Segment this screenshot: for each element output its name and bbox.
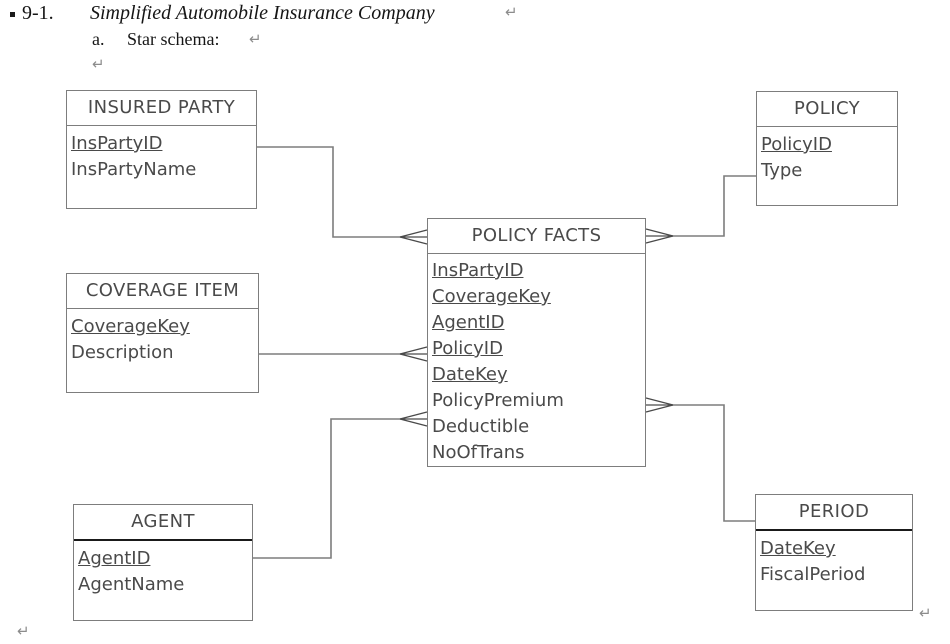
attribute-primary-key: AgentID — [78, 548, 151, 569]
attribute: Description — [71, 342, 174, 363]
subitem-label: Star schema: — [127, 29, 220, 49]
attribute-primary-key: DateKey — [760, 538, 836, 559]
connector-agent — [253, 418, 400, 559]
entity-title: COVERAGE ITEM — [67, 274, 258, 309]
return-mark-icon: ↵ — [249, 30, 262, 48]
square-bullet-icon — [10, 12, 15, 17]
crowsfoot-insured-party — [399, 229, 428, 245]
entity-attribute-list: DateKey FiscalPeriod — [756, 531, 912, 588]
entity-attribute-list: AgentID AgentName — [74, 541, 252, 598]
crowsfoot-coverage-item — [399, 346, 428, 362]
crowsfoot-agent — [399, 411, 428, 427]
entity-title: POLICY — [757, 92, 897, 127]
attribute: AgentName — [78, 574, 185, 595]
attribute-primary-key: InsPartyID — [71, 133, 163, 154]
attribute-primary-key: PolicyID — [761, 134, 832, 155]
return-mark-icon: ↵ — [919, 604, 932, 622]
entity-title: AGENT — [74, 505, 252, 541]
attribute-measure: NoOfTrans — [432, 442, 525, 463]
entity-title: PERIOD — [756, 495, 912, 531]
entity-period[interactable]: PERIOD DateKey FiscalPeriod — [755, 494, 913, 611]
page-title: Simplified Automobile Insurance Company — [90, 2, 435, 24]
crowsfoot-policy — [645, 228, 674, 244]
entity-attribute-list: PolicyID Type — [757, 127, 897, 184]
connector-period — [673, 404, 755, 522]
attribute: FiscalPeriod — [760, 564, 866, 585]
attribute-foreign-key: PolicyID — [432, 338, 503, 359]
entity-title: POLICY FACTS — [428, 219, 645, 254]
entity-attribute-list: InsPartyID InsPartyName — [67, 126, 256, 183]
entity-attribute-list: InsPartyID CoverageKey AgentID PolicyID … — [428, 254, 645, 466]
entity-title: INSURED PARTY — [67, 91, 256, 126]
entity-policy-facts[interactable]: POLICY FACTS InsPartyID CoverageKey Agen… — [427, 218, 646, 467]
subitem-letter: a. — [92, 29, 105, 49]
return-mark-icon: ↵ — [17, 622, 30, 640]
attribute-foreign-key: DateKey — [432, 364, 508, 385]
heading-block: 9-1. Simplified Automobile Insurance Com… — [0, 0, 950, 78]
return-mark-icon: ↵ — [505, 3, 518, 21]
connector-policy — [673, 175, 756, 237]
entity-insured-party[interactable]: INSURED PARTY InsPartyID InsPartyName — [66, 90, 257, 209]
attribute: Type — [761, 160, 803, 181]
attribute-measure: Deductible — [432, 416, 530, 437]
entity-agent[interactable]: AGENT AgentID AgentName — [73, 504, 253, 621]
attribute-foreign-key: AgentID — [432, 312, 505, 333]
attribute-primary-key: CoverageKey — [71, 316, 190, 337]
crowsfoot-period — [645, 397, 674, 413]
entity-policy[interactable]: POLICY PolicyID Type — [756, 91, 898, 206]
attribute-measure: PolicyPremium — [432, 390, 564, 411]
problem-number: 9-1. — [22, 2, 54, 24]
attribute-foreign-key: InsPartyID — [432, 260, 524, 281]
connector-insured-party — [257, 146, 400, 238]
attribute-foreign-key: CoverageKey — [432, 286, 551, 307]
attribute: InsPartyName — [71, 159, 197, 180]
return-mark-icon: ↵ — [92, 55, 105, 73]
entity-attribute-list: CoverageKey Description — [67, 309, 258, 366]
entity-coverage-item[interactable]: COVERAGE ITEM CoverageKey Description — [66, 273, 259, 393]
